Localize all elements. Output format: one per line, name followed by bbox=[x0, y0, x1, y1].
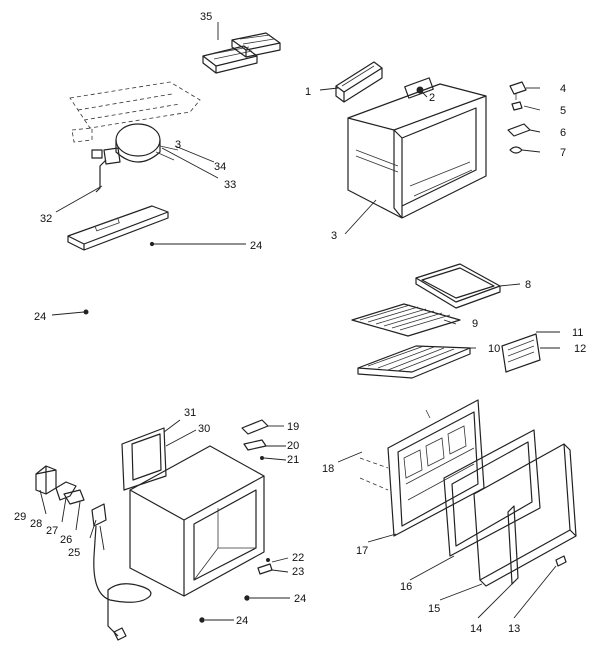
callout-3-cabinet: 3 bbox=[331, 230, 337, 242]
callout-21: 21 bbox=[287, 454, 299, 466]
door-handle bbox=[507, 505, 567, 585]
callout-20: 20 bbox=[287, 440, 299, 452]
callout-33: 33 bbox=[224, 179, 236, 191]
callout-29: 29 bbox=[14, 511, 26, 523]
callout-27: 27 bbox=[46, 525, 58, 537]
drip-tray bbox=[415, 263, 501, 309]
callout-15: 15 bbox=[428, 603, 440, 615]
callout-10: 10 bbox=[488, 343, 500, 355]
callout-18: 18 bbox=[322, 463, 334, 475]
callout-32: 32 bbox=[40, 213, 52, 225]
callout-24-cabinet-right: 24 bbox=[294, 593, 306, 605]
cabinet-shell bbox=[129, 445, 265, 597]
wire-shelf-upper bbox=[351, 303, 461, 337]
callout-8: 8 bbox=[525, 279, 531, 291]
callout-31: 31 bbox=[184, 407, 196, 419]
mounting-bracket bbox=[67, 205, 169, 251]
door-gasket bbox=[443, 429, 541, 557]
compressor bbox=[103, 123, 179, 165]
wire-shelf-lower bbox=[357, 345, 471, 379]
callout-14: 14 bbox=[470, 623, 482, 635]
callout-24-loose: 24 bbox=[34, 311, 46, 323]
callout-26: 26 bbox=[60, 534, 72, 546]
callout-12: 12 bbox=[574, 343, 586, 355]
callout-19: 19 bbox=[287, 421, 299, 433]
callout-17: 17 bbox=[356, 545, 368, 557]
leader-lines bbox=[39, 22, 560, 621]
back-panel bbox=[121, 427, 167, 491]
callout-23: 23 bbox=[292, 566, 304, 578]
callout-16: 16 bbox=[400, 581, 412, 593]
callout-22: 22 bbox=[292, 552, 304, 564]
callout-6: 6 bbox=[560, 127, 566, 139]
callout-2: 2 bbox=[429, 92, 435, 104]
callout-28: 28 bbox=[30, 518, 42, 530]
small-hardware bbox=[507, 81, 531, 154]
callout-1: 1 bbox=[305, 86, 311, 98]
callout-labels: 35 1 2 3 3 34 33 32 24 4 5 6 7 8 9 10 11… bbox=[14, 11, 586, 635]
freezer-box bbox=[347, 83, 487, 219]
power-cord-short bbox=[91, 149, 107, 193]
callout-4: 4 bbox=[560, 83, 566, 95]
hinge-parts bbox=[241, 419, 273, 575]
callout-5: 5 bbox=[560, 105, 566, 117]
callout-7: 7 bbox=[560, 147, 566, 159]
callout-11: 11 bbox=[572, 327, 583, 339]
callout-34: 34 bbox=[214, 161, 226, 173]
cooling-unit-plate bbox=[69, 81, 201, 143]
callout-24-cabinet-bottom: 24 bbox=[236, 615, 248, 627]
callout-13: 13 bbox=[508, 623, 520, 635]
callout-9: 9 bbox=[472, 318, 478, 330]
outer-door bbox=[473, 443, 577, 587]
electrical-components bbox=[35, 465, 152, 641]
inner-door-liner bbox=[359, 399, 485, 537]
ice-trays bbox=[202, 32, 281, 74]
callout-3-compressor: 3 bbox=[175, 139, 181, 151]
callout-35: 35 bbox=[200, 11, 212, 23]
callout-25: 25 bbox=[68, 547, 80, 559]
door-shelf-bracket bbox=[501, 333, 541, 373]
callout-30: 30 bbox=[198, 423, 210, 435]
freezer-door-small bbox=[335, 61, 383, 103]
callout-24-bracket: 24 bbox=[250, 240, 262, 252]
